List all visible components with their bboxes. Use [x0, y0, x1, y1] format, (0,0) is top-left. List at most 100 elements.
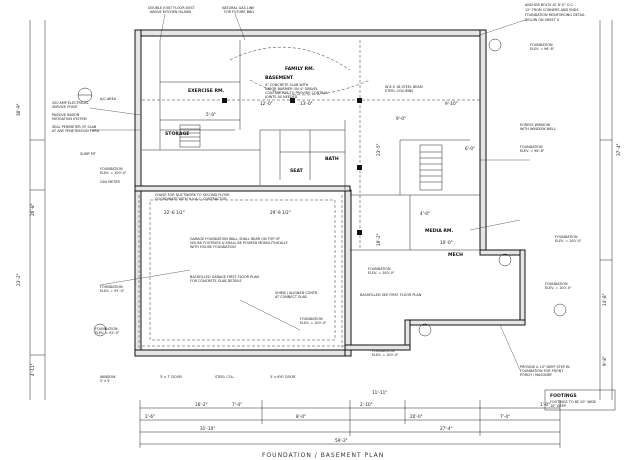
dim-right-3: 9'-8" — [602, 356, 607, 366]
note-steps-2: AT CONNECT SLAB — [275, 295, 307, 299]
footings-title: FOOTINGS — [550, 393, 577, 399]
tag-elev-1: ELEV. = 100'-0" — [100, 171, 127, 175]
tag-elev-4: ELEV. = 96'-8" — [530, 47, 555, 51]
room-label-media: MEDIA RM. — [425, 228, 453, 234]
note-beam-1: W 8 X 18 STEEL BEAM — [385, 85, 423, 89]
dim-inner-8: 6'-0" — [465, 146, 475, 151]
note-egress-1: EGRESS WINDOW — [520, 123, 551, 127]
note-seal-1: SEAL PERIMETER OF SLAB — [52, 125, 97, 129]
note-top-right-2: 12" FROM CORNERS AND ENDS — [525, 8, 579, 12]
dim-bottom-4: 20'-0" — [410, 414, 423, 419]
tag-foundation-6: FOUNDATION — [555, 235, 578, 239]
dimension-text: 16'-2" 7'-4" 11'-11" 20'-0" 7'-4" 31'-10… — [16, 101, 621, 443]
note-beam-2: STEEL COLUMNS — [385, 89, 413, 93]
sheet-title: FOUNDATION / BASEMENT PLAN — [262, 452, 384, 459]
dim-bottom-6: 31'-10" — [200, 426, 215, 431]
tag-foundation-7: FOUNDATION — [545, 282, 568, 286]
stair-treads — [180, 128, 442, 183]
note-garage-2: HOUSE FOOTINGS & SHALL BE POURED MONOLIT… — [190, 241, 289, 245]
note-porch-2: FOUNDATION FOR FRONT — [520, 369, 564, 373]
dim-bottom-1: 16'-2" — [195, 402, 208, 407]
note-radon-1: PASSIVE RADON — [52, 113, 80, 117]
dimension-lines — [29, 20, 613, 448]
note-backfill-1: BACKFILLED GARAGE FIRST FLOOR PLAN — [190, 275, 259, 279]
note-top-right-4: BELOW ON SHEET 4 — [525, 18, 559, 22]
room-label-bath: BATH — [325, 156, 339, 162]
note-basement-4: JOINTS AS NEEDED — [264, 95, 298, 99]
note-backfill-2: FOR CONCRETE SLAB DETAILS — [190, 279, 242, 283]
dim-inner-6: 19'-2" — [376, 233, 381, 246]
room-label-basement: BASEMENT — [265, 75, 294, 81]
dim-bottom-7: 27'-4" — [440, 426, 453, 431]
dim-inner-1: 12'-0" — [260, 101, 273, 106]
plan-notes: DOUBLE JOIST FLOOR JOIST ABOVE KITCHEN I… — [52, 3, 585, 377]
tag-foundation-9: FOUNDATION — [300, 317, 323, 321]
dim-left-2: 23'-2" — [16, 273, 21, 286]
note-steps-1: SHIMS / ALIGNED CONTR. — [275, 291, 318, 295]
note-top-center-2: FOR FUTURE BBQ — [224, 10, 254, 14]
dim-bottom-10: 8'-0" — [296, 414, 306, 419]
dim-bottom-11: 2'-10" — [360, 402, 373, 407]
note-electrical-1: 200 AMP ELECTRICAL — [52, 101, 89, 105]
leader-lines — [89, 13, 530, 371]
dim-bottom-8: 59'-2" — [335, 438, 348, 443]
note-egress-2: WITH WINDOW WELL — [520, 127, 556, 131]
note-top-right-1: ANCHOR BOLTS AT 6'-0" O.C. — [525, 3, 574, 7]
foundation-walls — [134, 29, 526, 357]
tag-foundation-10: FOUNDATION — [372, 349, 395, 353]
note-basement-2: VAPOR BARRIER ON 4" GRAVEL — [265, 87, 318, 91]
tag-foundation-1: FOUNDATION — [100, 167, 123, 171]
dim-bottom-9: 2'-6" — [145, 414, 155, 419]
foundation-tags: FOUNDATION ELEV. = 100'-0" FOUNDATION EL… — [95, 43, 582, 383]
note-top-left-2: ABOVE KITCHEN ISLAND — [150, 10, 191, 14]
dim-left-3: 26'-8" — [30, 203, 35, 216]
interior-partitions — [142, 40, 480, 251]
note-garage-3: WITH HOUSE FOUNDATION — [190, 245, 236, 249]
dim-inner-2: 13'-0" — [300, 101, 313, 106]
tag-win-1: 5' x 5' — [100, 379, 110, 383]
dim-inner-10: 9'-0" — [396, 116, 406, 121]
tag-foundation-8: FOUNDATION — [368, 267, 391, 271]
dim-inner-9: 4'-0" — [420, 211, 430, 216]
tag-elev-9: ELEV. = 100'-0" — [300, 321, 327, 325]
dim-bottom-2: 7'-4" — [232, 402, 242, 407]
tag-elev-8: ELEV. = 100'-0" — [368, 271, 395, 275]
note-top-right-3: FOUNDATION REINFORCING DETAIL — [525, 13, 585, 17]
tag-elev-6: ELEV. = 100'-0" — [555, 239, 582, 243]
note-porch-1: PROVIDE A 10" DEEP STEP IN — [520, 365, 570, 369]
dim-left-1: 30'-9" — [16, 103, 21, 116]
footings-line-1: FOOTINGS TO BE 20" WIDE — [550, 400, 596, 404]
note-top-center-1: NATURAL GAS LINE — [222, 6, 254, 10]
note-sump: SUMP PIT — [80, 152, 97, 156]
tag-elev-5: ELEV. = 96'-8" — [520, 149, 545, 153]
room-label-mech: MECH — [448, 252, 463, 258]
dim-inner-3: 9'-10" — [445, 101, 458, 106]
note-garage-1: GARAGE FOUNDATION WALL SHALL BEAR ON TOP… — [190, 237, 280, 241]
dim-left-4: 4'-11" — [30, 363, 35, 376]
dim-inner-5: 23'-5" — [376, 143, 381, 156]
steel-columns — [222, 98, 362, 235]
note-top-left-1: DOUBLE JOIST FLOOR JOIST — [148, 6, 195, 10]
tag-steel-col-1: STEEL COL. — [215, 375, 234, 379]
tag-elev-2: ELEV. = 92'-0" — [100, 289, 125, 293]
tag-window-1: WINDOW — [100, 375, 116, 379]
note-ac: A/C AREA — [100, 97, 117, 101]
tag-door-1: 3' x 7' DOOR — [160, 375, 182, 379]
tag-elev-7: ELEV. = 100'-0" — [545, 286, 572, 290]
note-radon-2: MITIGATION SYSTEM — [52, 117, 87, 121]
dim-inner-7: 22'-6 1/2" — [164, 210, 185, 215]
note-electrical-2: SERVICE POINT — [52, 105, 79, 109]
beam-and-footing-lines — [138, 40, 480, 350]
note-ducts-1: CHASE FOR DUCTWORK TO SECOND FLOOR — [155, 193, 230, 197]
footings-legend: FOOTINGS FOOTINGS TO BE 20" WIDE 10" DEE… — [544, 389, 616, 411]
room-label-family: FAMILY RM. — [285, 66, 315, 72]
note-backfill-b: BACKFILLED SEE FIRST FLOOR PLAN — [360, 293, 422, 297]
dim-right-2: 14'-8" — [602, 293, 607, 306]
dim-bottom-3: 11'-11" — [372, 390, 387, 395]
dim-right-1: 37'-4" — [616, 143, 621, 156]
room-label-exercise: EXERCISE RM. — [188, 88, 225, 94]
tag-elev-10: ELEV. = 100'-0" — [372, 353, 399, 357]
note-basement-3: CONTRACTOR TO PROVIDE CONTROL — [265, 91, 328, 95]
tag-foundation-3: FOUNDATION — [95, 327, 118, 331]
